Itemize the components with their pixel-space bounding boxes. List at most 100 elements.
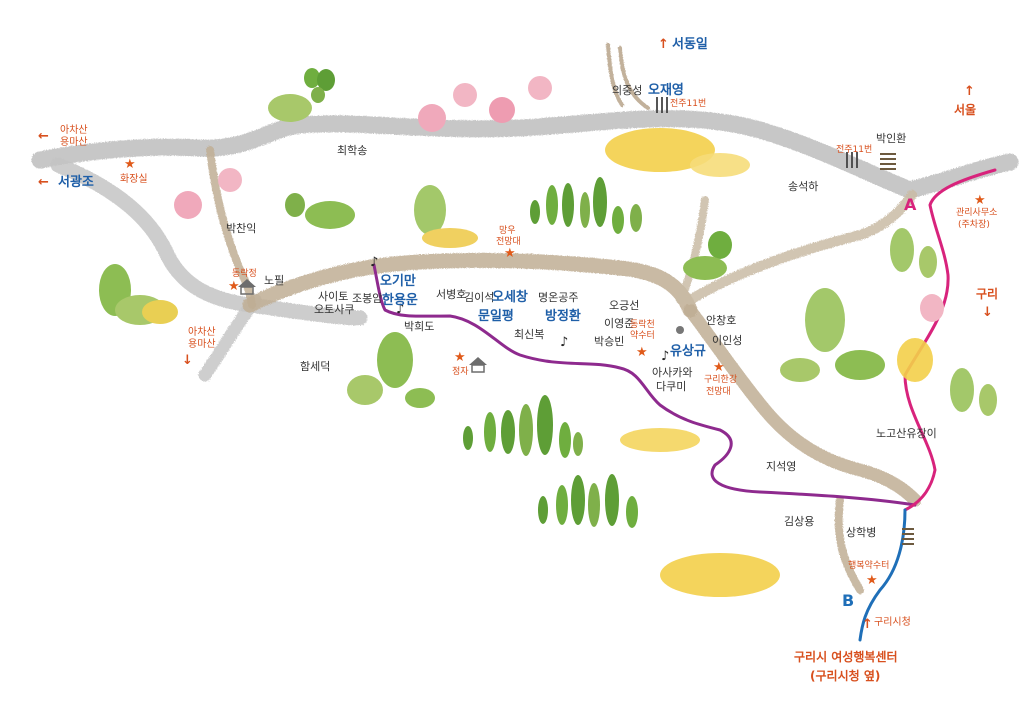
- arrow-up-icon: ↑: [658, 37, 669, 52]
- tree-cluster-center-west: [285, 185, 478, 248]
- shrub: [305, 201, 355, 229]
- arrow-up-icon: ↑: [964, 84, 975, 99]
- route-point-b: B: [842, 591, 854, 610]
- grave-an-changho: 안창호: [706, 314, 736, 327]
- spot-dongrakjeong: 동락정: [232, 267, 257, 279]
- grave-asakawa-line1: 아사카와: [652, 366, 692, 379]
- tree-blossom: [418, 104, 446, 132]
- star-icon: ★: [454, 350, 466, 365]
- tree: [285, 193, 305, 217]
- spot-jeongja: 정자: [452, 366, 469, 377]
- direction-achasan-top-line2: 용마산: [60, 136, 88, 148]
- tree: [562, 183, 574, 227]
- grave-ham-sedeok: 함세덕: [300, 360, 330, 373]
- arrow-down-icon: ↓: [182, 353, 193, 368]
- direction-achasan-left-line1: 아차산: [188, 326, 216, 338]
- grave-lee-yeongjun: 이영준: [604, 317, 634, 330]
- cypress-row-north: [530, 177, 642, 234]
- spot-management-office-line1: 관리사무소: [956, 207, 997, 218]
- direction-achasan-left-line2: 용마산: [188, 338, 216, 350]
- direction-seodongil: 서동일: [672, 37, 708, 52]
- stairs-icon: [880, 153, 896, 170]
- tree-cluster-west: [99, 264, 178, 325]
- grave-myeongon-gongju: 명온공주: [538, 291, 578, 304]
- shrub: [347, 375, 383, 405]
- spot-dongrakcheon-spring-line2: 약수터: [630, 329, 655, 341]
- junction-point-icon: [676, 326, 684, 334]
- grave-choi-hakseong: 최학송: [337, 144, 367, 157]
- direction-achasan-top-line1: 아차산: [60, 124, 88, 136]
- music-note-icon: ♪: [661, 349, 669, 364]
- tree: [556, 485, 568, 525]
- grave-oh-geungseon: 오긍선: [609, 299, 639, 312]
- music-note-icon: ♪: [370, 255, 378, 270]
- spots: ★ 화장실 ★ 동락정 ★ 정자 망우 전망대 ★ 동락천 약수터 ★ ★ 구리…: [120, 98, 997, 588]
- trail-north-oh: [606, 43, 650, 110]
- route-magenta: [903, 168, 997, 512]
- shrub-yellow: [422, 228, 478, 248]
- tree-blossom: [920, 294, 944, 322]
- grave-bak-chanik: 박찬익: [226, 221, 256, 235]
- shrub-yellow: [660, 553, 780, 597]
- star-icon: ★: [504, 246, 516, 261]
- spot-bench-top: 전주11번: [670, 98, 706, 109]
- music-note-icon: ♪: [396, 302, 404, 317]
- spot-dongrakcheon-spring-line1: 동락천: [630, 318, 655, 330]
- grave-uijungseong: 의중성: [612, 84, 642, 97]
- stairs-icon: [902, 528, 914, 545]
- spot-management-office-line2: (주차장): [958, 218, 990, 230]
- tree: [377, 332, 413, 388]
- tree: [530, 200, 540, 224]
- shrub-yellow: [142, 300, 178, 324]
- tree: [890, 228, 914, 272]
- bench-icon: [846, 152, 858, 168]
- spot-bench-right: 전주11번: [836, 144, 872, 155]
- grave-cho-bongam: 조봉암: [352, 292, 382, 305]
- tree: [580, 192, 590, 228]
- tree: [630, 204, 642, 232]
- star-icon: ★: [636, 345, 648, 360]
- tree: [414, 185, 446, 235]
- tree: [317, 69, 335, 91]
- tree: [626, 496, 638, 528]
- shrub-yellow: [897, 338, 933, 382]
- grave-oh-jaeyoung: 오재영: [648, 83, 684, 98]
- grave-ji-seokyeong: 지석영: [766, 460, 796, 473]
- tree: [708, 231, 732, 259]
- grave-labels: 최학송 의중성 오재영 박찬익 노필 사이토 오토사쿠 조봉암 오기만 한용운 …: [226, 83, 937, 539]
- bench-icon: [656, 97, 668, 113]
- tree: [588, 483, 600, 527]
- arrow-down-icon: ↓: [982, 305, 993, 320]
- trail-southeast: [683, 303, 922, 507]
- tree: [463, 426, 473, 450]
- grave-otosaku: 오토사쿠: [314, 303, 354, 316]
- cypress-row-south2: [538, 474, 638, 528]
- tree: [559, 422, 571, 458]
- shrub: [268, 94, 312, 122]
- cherry-blossoms: [174, 76, 944, 322]
- pavilion-icon: [238, 279, 256, 295]
- icons: ♪ ♪ ♪ ♪: [238, 97, 914, 545]
- shrub: [780, 358, 820, 382]
- grave-asakawa-line2: 다쿠미: [656, 380, 686, 393]
- grave-sang-hakbyeong: 상학병: [846, 526, 876, 539]
- grave-choe-sinbok: 최신복: [514, 328, 544, 341]
- vegetation: [99, 68, 997, 597]
- tree: [612, 206, 624, 234]
- road-main-top: [31, 110, 1019, 199]
- grave-nogosan: 노고산유장이: [876, 427, 937, 440]
- star-icon: ★: [228, 279, 240, 294]
- grave-seo-byeongho: 서병호: [436, 288, 466, 301]
- grave-bang-jeonghwan: 방정환: [545, 308, 581, 324]
- tree: [593, 177, 607, 227]
- direction-labels: ← 아차산 용마산 ← 서광조 ↑ 서동일 ↑ 서울 구리 ↓ 아차산 용마산 …: [38, 37, 998, 632]
- road-west-loop: [50, 157, 368, 326]
- route-purple: [372, 263, 917, 507]
- grave-kim-sangyong: 김상용: [784, 515, 814, 528]
- star-icon: ★: [974, 193, 986, 208]
- tree: [304, 68, 320, 88]
- shrub: [683, 256, 727, 280]
- shrub-yellow: [690, 153, 750, 177]
- direction-guri-city-hall: 구리시청: [874, 616, 911, 628]
